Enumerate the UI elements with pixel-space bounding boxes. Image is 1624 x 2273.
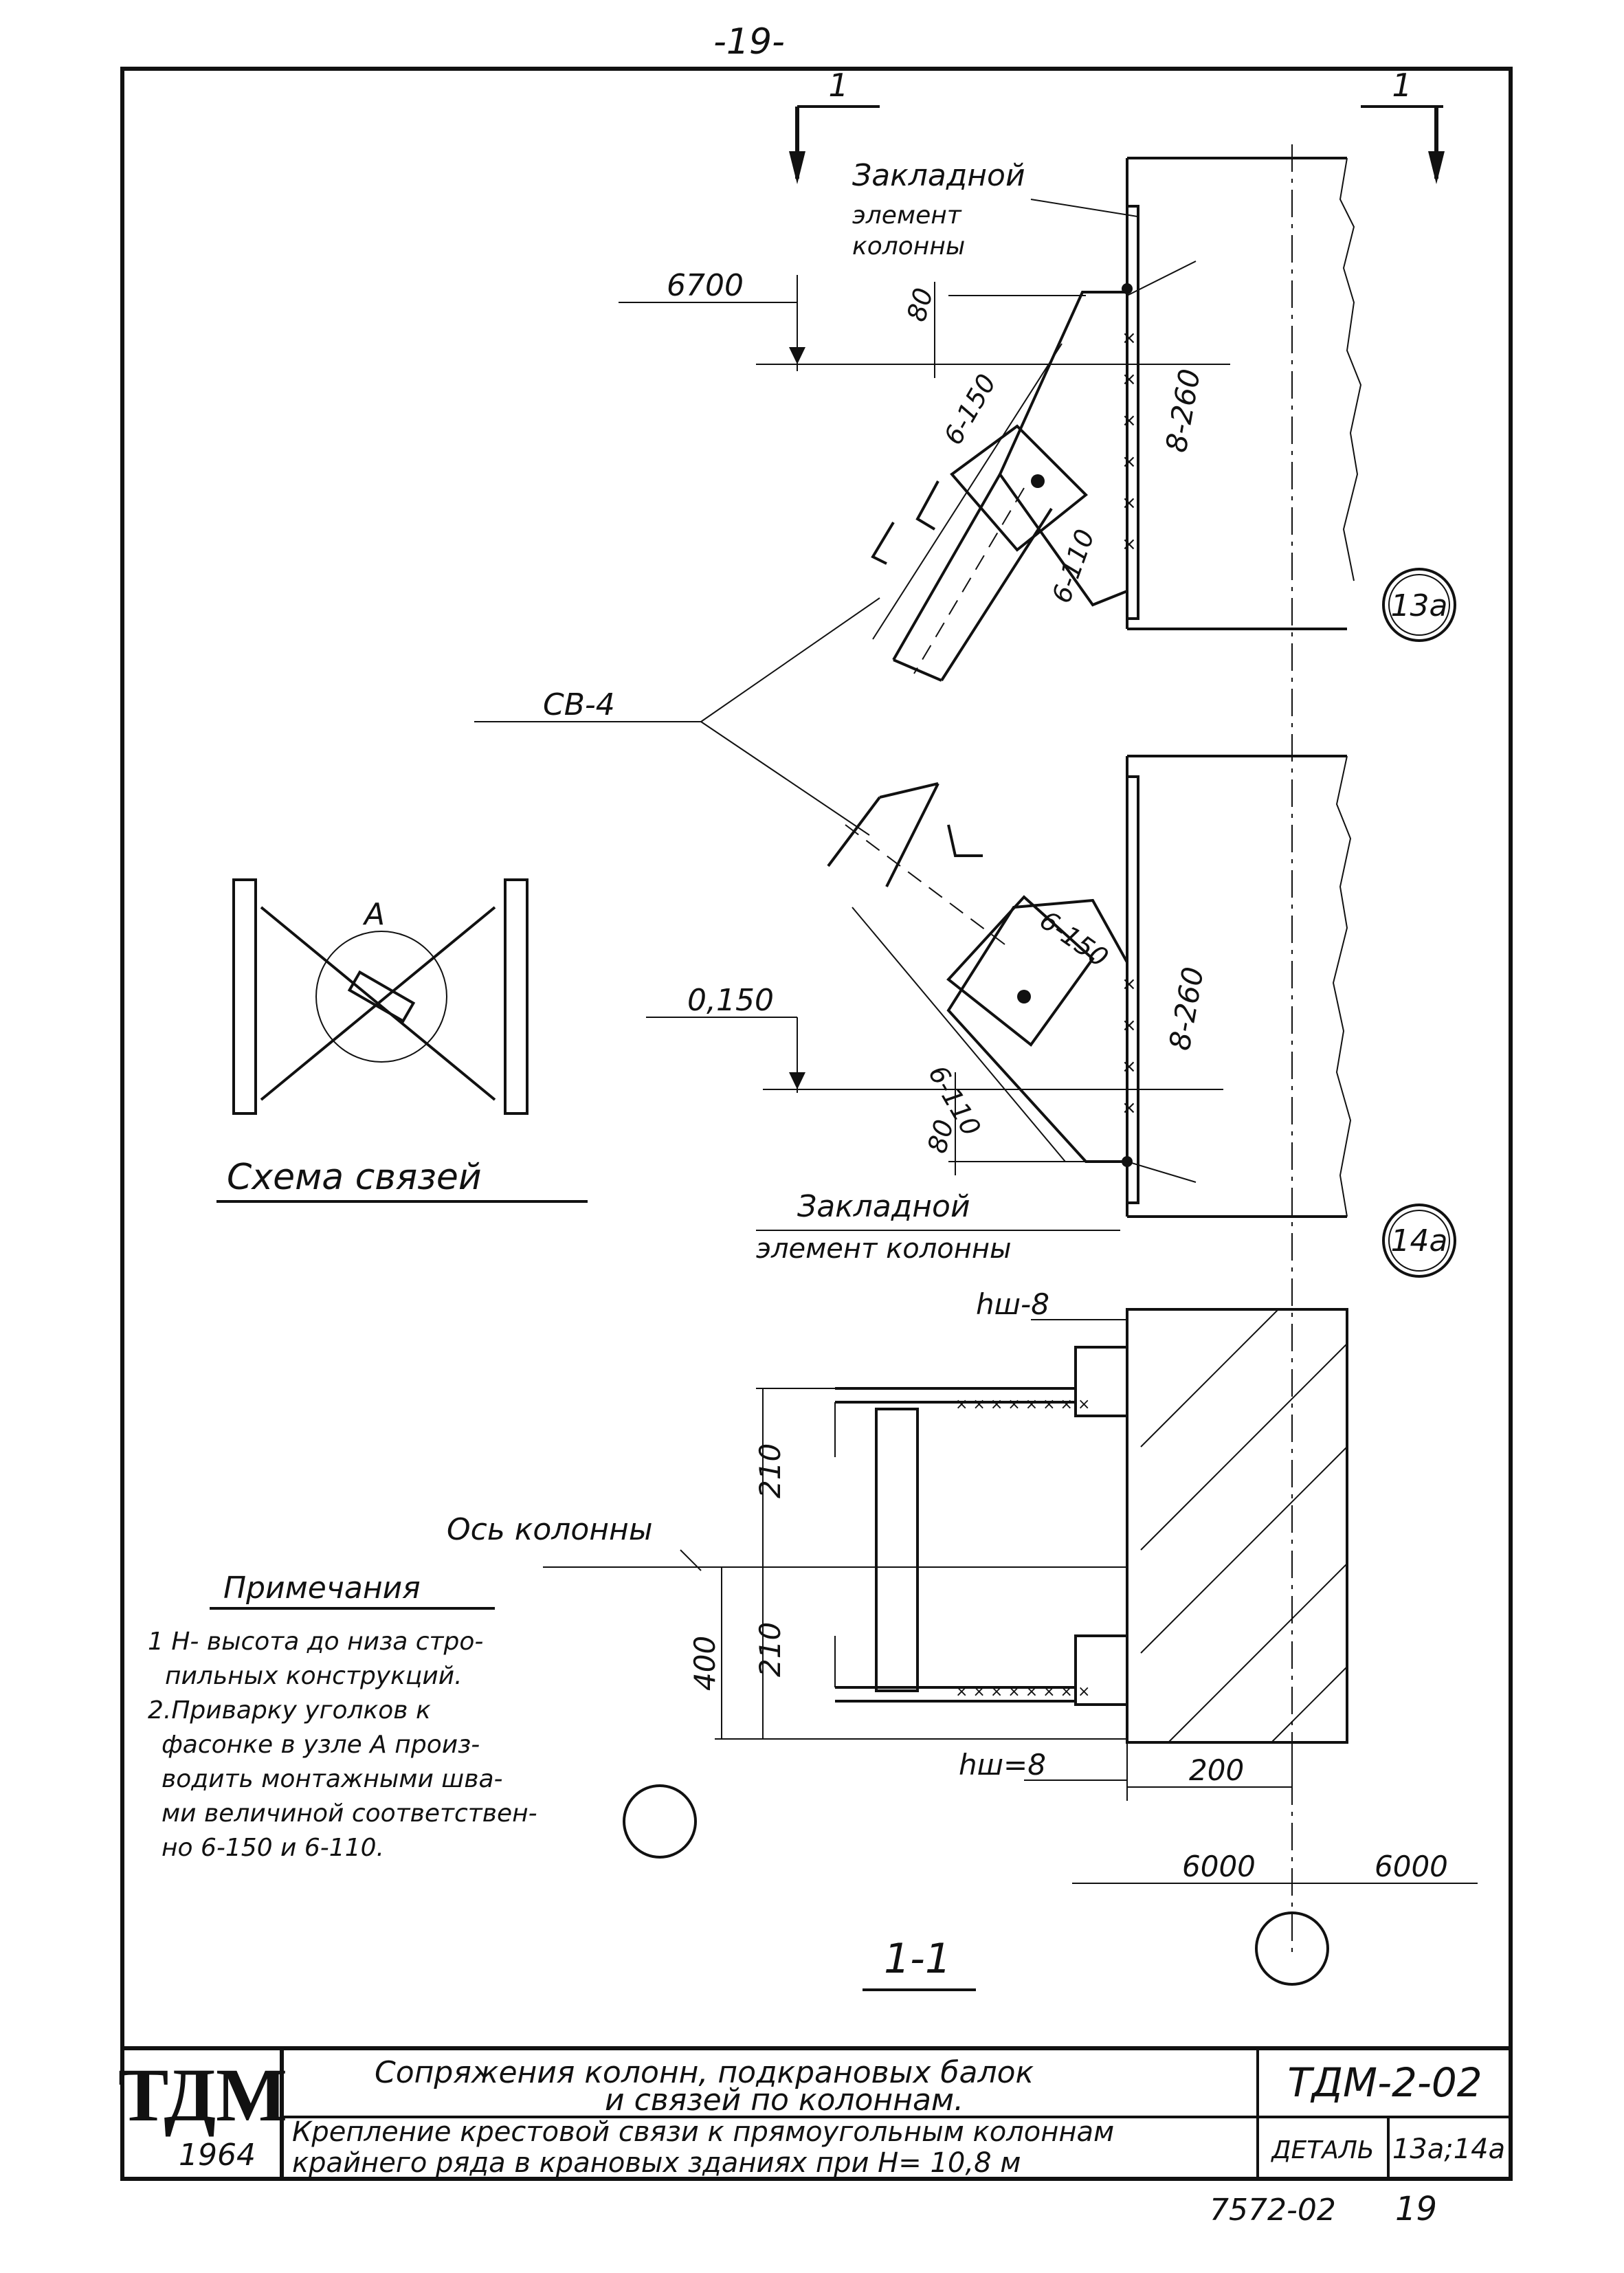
- section-dim-210-bottom: 210: [753, 1622, 787, 1677]
- section-weld-bottom: hш=8: [959, 1748, 1046, 1782]
- note-line: но 6-150 и 6-110.: [162, 1834, 384, 1862]
- svg-text:× × × × × × × ×: × × × × × × × ×: [955, 1683, 1090, 1700]
- bottom-weld-8-260: 8-260: [1163, 964, 1210, 1053]
- section-1-1: × × × × × × × × × × × × × × × ×: [543, 1308, 1478, 1884]
- axis-circle-left: [623, 1784, 697, 1859]
- svg-text:14а: 14а: [1391, 1223, 1448, 1259]
- title-code: ТДМ-2-02: [1287, 2059, 1482, 2106]
- svg-text:× × × × × × × ×: × × × × × × × ×: [955, 1396, 1090, 1413]
- bottom-embedded-label-2: элемент колонны: [756, 1233, 1012, 1265]
- note-line: 1 Н- высота до низа стро-: [148, 1628, 483, 1656]
- span-left: 6000: [1182, 1850, 1256, 1883]
- svg-text:×: ×: [1122, 534, 1137, 555]
- brace-label: СВ-4: [543, 687, 615, 722]
- note-line: фасонке в узле А произ-: [162, 1731, 480, 1759]
- section-dim-400: 400: [688, 1636, 722, 1691]
- title-sub-line-1: Крепление крестовой связи к прямоугольны…: [292, 2116, 1114, 2148]
- section-weld-top: hш-8: [976, 1287, 1049, 1321]
- scheme-node-label: А: [362, 897, 385, 932]
- bottom-detail-circle: 14а: [1382, 1204, 1456, 1278]
- top-embedded-label-2: элемент: [852, 201, 962, 230]
- sheet-number: 7572-02: [1210, 2193, 1336, 2228]
- title-line-2: и связей по колоннам.: [605, 2083, 964, 2118]
- section-dim-210-top: 210: [753, 1443, 787, 1498]
- top-embedded-label-3: колонны: [852, 232, 965, 260]
- title-sub-line-2: крайнего ряда в крановых зданиях при Н= …: [292, 2147, 1021, 2179]
- title-logo: ТДМ: [118, 2053, 287, 2137]
- top-weld-8-260: 8-260: [1159, 366, 1207, 455]
- axis-circle-right: [1255, 1911, 1329, 1986]
- sheet-page: 19: [1395, 2190, 1437, 2228]
- top-detail: × × × × × ×: [619, 157, 1362, 682]
- bottom-detail: × × × ×: [646, 755, 1352, 1218]
- title-block: [122, 2046, 1511, 2179]
- note-line: ми величиной соответствен-: [162, 1799, 537, 1828]
- svg-text:1: 1: [1392, 67, 1412, 104]
- section-title: 1-1: [884, 1935, 951, 1983]
- scheme-title: Схема связей: [227, 1157, 482, 1198]
- svg-text:×: ×: [1122, 1056, 1137, 1077]
- svg-text:×: ×: [1122, 328, 1137, 348]
- note-line: пильных конструкций.: [165, 1662, 463, 1690]
- title-year: 1964: [179, 2138, 256, 2173]
- svg-text:1: 1: [828, 67, 848, 104]
- section-mark-right: 1: [1361, 67, 1445, 184]
- bottom-elevation: 0,150: [687, 983, 774, 1018]
- svg-text:×: ×: [1122, 410, 1137, 431]
- section-dim-200: 200: [1189, 1753, 1244, 1787]
- page-number: -19-: [713, 21, 785, 63]
- svg-text:×: ×: [1122, 974, 1137, 995]
- notes-body: 1 Н- высота до низа стро- пильных констр…: [148, 1628, 537, 1862]
- column-axis-label: Ось колонны: [447, 1512, 653, 1547]
- top-weld-6-110: 6-110: [1046, 525, 1100, 607]
- svg-text:×: ×: [1122, 369, 1137, 390]
- top-detail-circle: 13а: [1382, 568, 1456, 642]
- top-weld-6-150: 6-150: [938, 369, 1002, 450]
- top-dim-80: 80: [901, 285, 939, 324]
- notes-title: Примечания: [223, 1571, 421, 1606]
- top-elevation: 6700: [667, 268, 744, 303]
- title-detail-value: 13а;14а: [1392, 2133, 1505, 2165]
- top-embedded-label-1: Закладной: [852, 158, 1025, 193]
- title-line-1: Сопряжения колонн, подкрановых балок: [375, 2055, 1034, 2090]
- svg-text:×: ×: [1122, 493, 1137, 513]
- svg-text:×: ×: [1122, 1015, 1137, 1036]
- note-line: водить монтажными шва-: [162, 1765, 503, 1793]
- bracing-scheme: [232, 878, 529, 1115]
- bottom-embedded-label-1: Закладной: [797, 1189, 970, 1224]
- svg-text:×: ×: [1122, 1098, 1137, 1118]
- sheet-frame: [120, 67, 1513, 2181]
- svg-text:×: ×: [1122, 452, 1137, 472]
- brace-leader: [474, 597, 880, 836]
- svg-text:13а: 13а: [1391, 588, 1448, 623]
- section-mark-left: 1: [789, 67, 880, 184]
- note-line: 2.Приварку уголков к: [148, 1696, 431, 1725]
- span-right: 6000: [1375, 1850, 1448, 1883]
- title-detail-label: ДЕТАЛЬ: [1270, 2136, 1374, 2164]
